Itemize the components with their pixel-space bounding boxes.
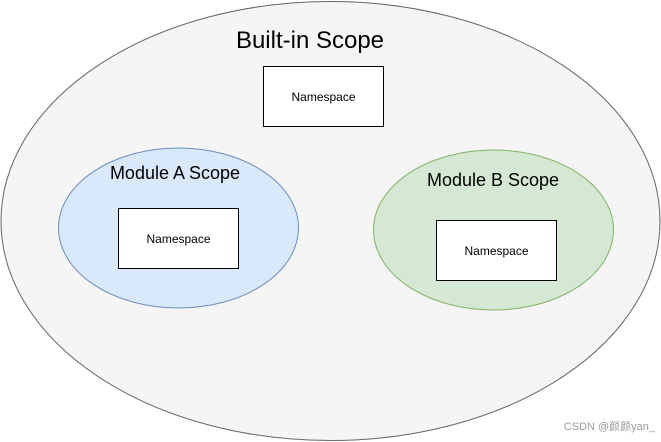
- module-b-namespace-box: Namespace: [436, 220, 557, 281]
- builtin-scope-title: Built-in Scope: [235, 27, 385, 54]
- module-b-scope-title: Module B Scope: [426, 170, 560, 190]
- module-a-scope-title: Module A Scope: [109, 163, 241, 183]
- watermark-text: CSDN @颜颜yan_: [563, 421, 655, 433]
- module-a-namespace-box: Namespace: [118, 208, 239, 269]
- builtin-namespace-box: Namespace: [263, 66, 384, 127]
- builtin-namespace-label: Namespace: [291, 89, 356, 104]
- module-a-namespace-label: Namespace: [146, 231, 211, 246]
- module-b-namespace-label: Namespace: [464, 243, 529, 258]
